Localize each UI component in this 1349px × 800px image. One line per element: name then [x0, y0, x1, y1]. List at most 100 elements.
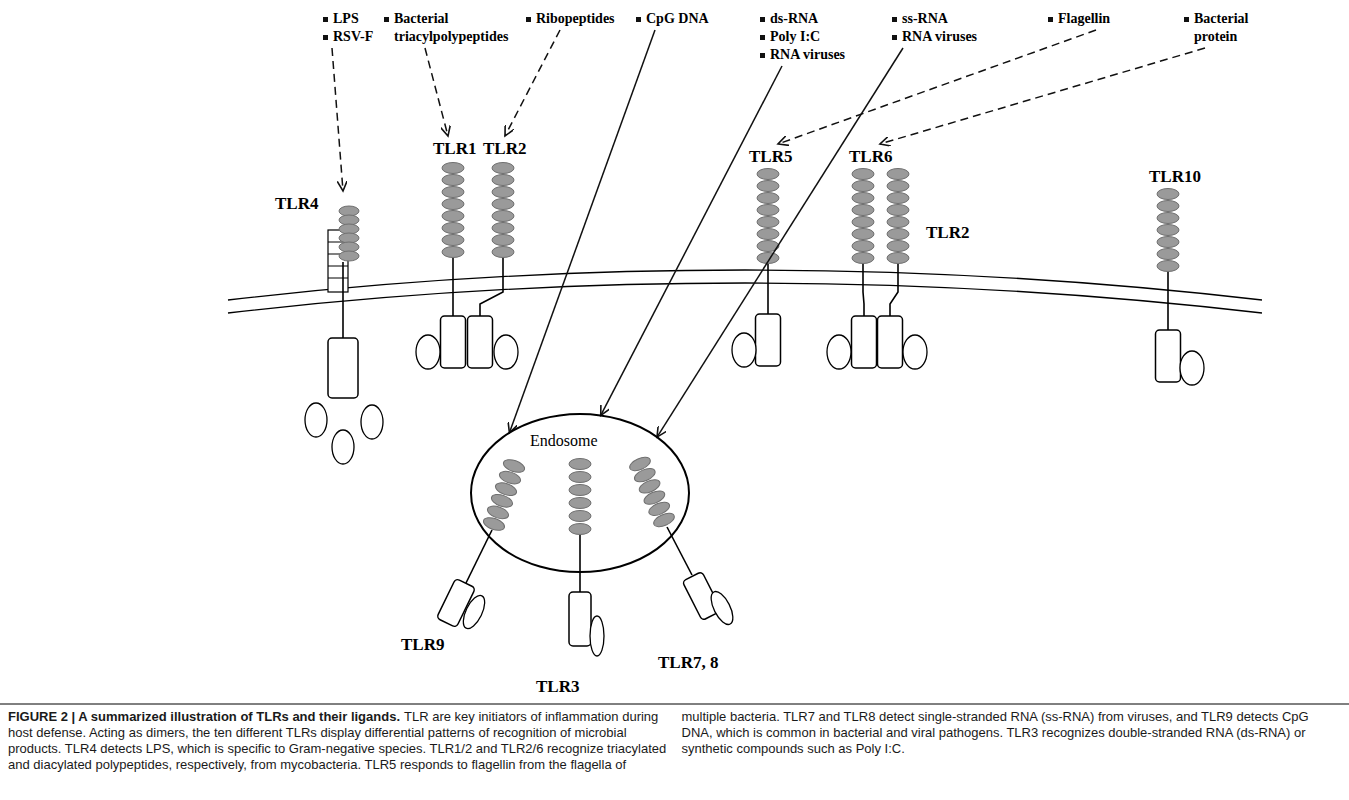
tir-domain [852, 316, 877, 368]
ligand-label: LPS [323, 10, 375, 28]
ectodomain-repeat [852, 241, 874, 252]
ectodomain-repeat [442, 199, 464, 210]
adaptor-oval [827, 335, 851, 369]
ectodomain-repeat [442, 247, 464, 258]
ectodomain-repeat [1157, 225, 1179, 236]
transmembrane-stem [767, 263, 769, 314]
ligand-group: Ribopeptides [526, 10, 616, 28]
transmembrane-stem [1167, 271, 1169, 330]
ectodomain-repeat [887, 181, 909, 192]
tir-domain [468, 316, 493, 368]
receptor: TLR3 [533, 676, 584, 698]
adaptor-oval [459, 592, 489, 631]
ligand-label: Ribopeptides [526, 10, 616, 28]
adaptor-oval [707, 588, 738, 627]
ectodomain-repeat [1157, 189, 1179, 200]
receptor: TLR2 [923, 222, 974, 244]
receptor-label: TLR3 [536, 677, 581, 697]
membrane-line [228, 270, 1262, 300]
ectodomain-repeat [852, 229, 874, 240]
ectodomain-repeat [1157, 261, 1179, 272]
receptor: TLR9 [398, 634, 449, 656]
tir-domain [441, 316, 466, 368]
ectodomain-repeat [492, 175, 514, 186]
receptor: TLR1 [430, 138, 481, 160]
ectodomain-repeat [442, 175, 464, 186]
caption-block: FIGURE 2 | A summarized illustration of … [8, 709, 1341, 773]
ectodomain-repeat [492, 163, 514, 174]
caption-rule [0, 704, 1349, 705]
ligand-arrow [425, 48, 448, 136]
ectodomain-repeat [339, 251, 359, 261]
ligand-arrow [601, 66, 782, 415]
md2-ladder-rung [328, 266, 348, 267]
ectodomain-repeat [887, 229, 909, 240]
compartment-label: Endosome [530, 432, 598, 450]
ectodomain-repeat [1157, 201, 1179, 212]
ectodomain-repeat [887, 217, 909, 228]
ectodomain-repeat [1157, 249, 1179, 260]
ligand-group: Bacterial protein [1184, 10, 1284, 46]
tir-domain [1156, 330, 1181, 382]
ectodomain-repeat [569, 472, 591, 483]
transmembrane-stem [480, 257, 503, 316]
ectodomain-repeat [757, 193, 779, 204]
ligand-label: RNA viruses [892, 28, 979, 46]
ligand-arrow [505, 30, 560, 136]
receptor: TLR7, 8 [655, 652, 723, 674]
receptor: TLR10 [1146, 166, 1205, 188]
adaptor-oval [361, 405, 383, 439]
ectodomain-repeat [852, 217, 874, 228]
ectodomain-repeat [757, 217, 779, 228]
receptor-label: TLR9 [401, 635, 446, 655]
ectodomain-repeat [492, 247, 514, 258]
ectodomain-repeat [492, 235, 514, 246]
ligand-group: LPSRSV-F [323, 10, 375, 46]
ectodomain-repeat [1157, 213, 1179, 224]
ectodomain-repeat [492, 223, 514, 234]
ectodomain-repeat [442, 163, 464, 174]
ligand-label: Bacterial triacylpolypeptides [384, 10, 534, 46]
receptor: TLR5 [746, 146, 797, 168]
ligand-label: ss-RNA [892, 10, 979, 28]
adaptor-oval [332, 430, 354, 464]
adaptor-oval [732, 333, 756, 367]
ligand-arrow [332, 48, 343, 191]
ligand-label: Flagellin [1048, 10, 1112, 28]
transmembrane-stem [890, 263, 898, 316]
transmembrane-stem [579, 535, 581, 592]
ligand-group: Flagellin [1048, 10, 1112, 28]
ectodomain-repeat [569, 459, 591, 470]
ectodomain-repeat [852, 205, 874, 216]
ligand-label: CpG DNA [636, 10, 710, 28]
ectodomain-repeat [852, 193, 874, 204]
tir-domain [328, 338, 358, 398]
ectodomain-repeat [442, 211, 464, 222]
transmembrane-stem [342, 262, 344, 338]
receptor-label: TLR4 [275, 194, 357, 214]
ligand-label: Bacterial protein [1184, 10, 1284, 46]
adaptor-oval [590, 616, 604, 656]
ectodomain-repeat [442, 187, 464, 198]
ectodomain-repeat [482, 515, 506, 533]
ligand-group: Bacterial triacylpolypeptides [384, 10, 534, 46]
ligand-label: RSV-F [323, 28, 375, 46]
ligand-arrow [657, 48, 903, 437]
ectodomain-repeat [757, 181, 779, 192]
transmembrane-stem [667, 527, 692, 575]
receptor-label: TLR5 [749, 147, 794, 167]
ectodomain-repeat [492, 199, 514, 210]
receptor: TLR4 [272, 193, 360, 215]
tir-domain [878, 316, 903, 368]
adaptor-oval [903, 335, 927, 369]
ectodomain-repeat [887, 193, 909, 204]
ectodomain-repeat [442, 223, 464, 234]
ectodomain-repeat [757, 205, 779, 216]
ligand-arrow [880, 48, 1205, 144]
ectodomain-repeat [887, 205, 909, 216]
adaptor-oval [1180, 351, 1204, 385]
receptor-label: TLR2 [483, 139, 528, 159]
ectodomain-repeat [652, 511, 677, 530]
